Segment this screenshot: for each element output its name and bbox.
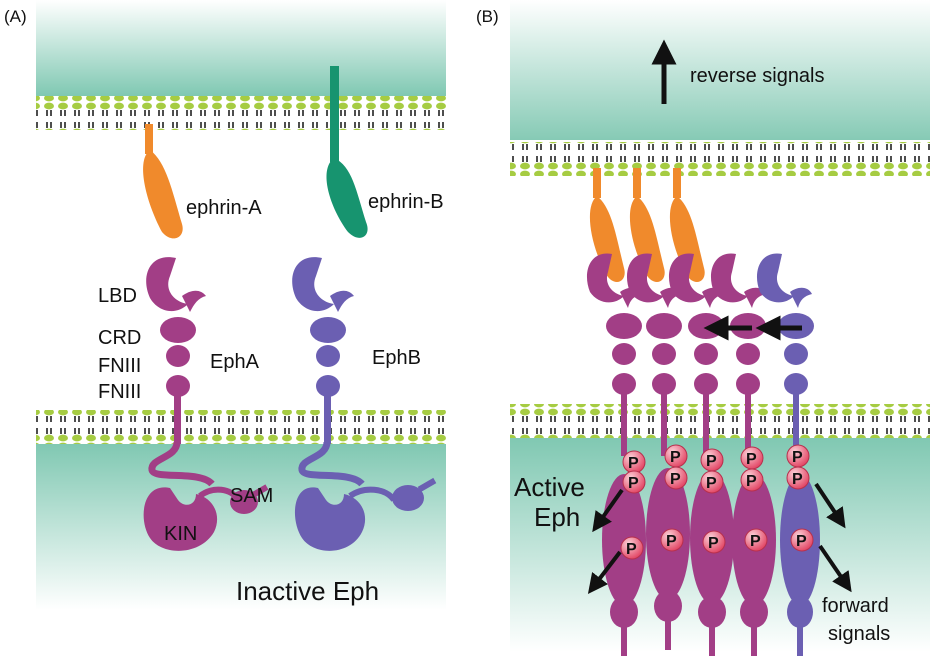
fniii-label-1: FNIII	[98, 355, 141, 377]
panel-a-label: (A)	[4, 7, 27, 26]
forward-arrow-left-2	[587, 550, 622, 594]
eph-receptor-2	[626, 253, 690, 650]
fniii-label-2: FNIII	[98, 381, 141, 403]
svg-text:P: P	[628, 475, 639, 492]
active-eph-label-line2: Eph	[534, 502, 580, 532]
phospho-site: P	[660, 528, 684, 552]
crd-label: CRD	[98, 327, 141, 349]
svg-text:P: P	[626, 541, 637, 558]
svg-text:P: P	[796, 533, 807, 550]
phospho-site: P	[786, 466, 810, 490]
kin-label: KIN	[164, 523, 197, 545]
phospho-site: P	[700, 448, 724, 472]
forward-signals-label-line2: signals	[828, 623, 890, 645]
phospho-site: P	[620, 536, 644, 560]
phospho-site: P	[622, 470, 646, 494]
panel-b: P P P P P P P P P P P P P P P (B) revers…	[476, 0, 930, 656]
svg-text:P: P	[706, 453, 717, 470]
panel-a-upper-membrane	[36, 96, 446, 130]
phospho-site: P	[740, 446, 764, 470]
svg-text:P: P	[706, 475, 717, 492]
active-eph-receptors	[586, 253, 820, 656]
svg-text:P: P	[792, 471, 803, 488]
forward-arrow-left-1	[592, 488, 624, 533]
svg-text:P: P	[746, 473, 757, 490]
svg-text:P: P	[708, 535, 719, 552]
forward-arrow-right-1	[814, 482, 846, 529]
panel-b-upper-membrane	[510, 142, 930, 176]
svg-text:P: P	[746, 451, 757, 468]
svg-text:P: P	[670, 449, 681, 466]
reverse-signals-label: reverse signals	[690, 65, 825, 87]
ephb-receptor	[292, 257, 437, 551]
panel-a-cytoplasm	[36, 444, 446, 610]
svg-text:P: P	[792, 449, 803, 466]
phospho-site: P	[664, 466, 688, 490]
ephrin-a-label: ephrin-A	[186, 197, 262, 219]
phospho-site: P	[786, 444, 810, 468]
panel-b-extracellular-top	[510, 0, 930, 140]
phospho-site: P	[744, 528, 768, 552]
ephb-label: EphB	[372, 347, 421, 369]
phospho-site: P	[664, 444, 688, 468]
panel-a-lower-membrane	[36, 410, 446, 444]
panel-a: (A) ephrin-A ephrin-B LBD CRD FNIII FNII…	[4, 0, 446, 610]
epha-label: EphA	[210, 351, 260, 373]
active-eph-label-line1: Active	[514, 472, 585, 502]
panel-b-label: (B)	[476, 7, 499, 26]
lbd-label: LBD	[98, 285, 137, 307]
ephrin-b-label: ephrin-B	[368, 191, 444, 213]
svg-text:P: P	[628, 455, 639, 472]
svg-text:P: P	[666, 533, 677, 550]
panel-a-extracellular-top	[36, 0, 446, 96]
phospho-site: P	[790, 528, 814, 552]
panel-b-lower-membrane	[510, 404, 930, 438]
svg-text:P: P	[670, 471, 681, 488]
forward-signals-label-line1: forward	[822, 595, 889, 617]
inactive-eph-label: Inactive Eph	[236, 576, 379, 606]
phospho-site: P	[622, 450, 646, 474]
ephrin-b-ligand	[326, 66, 368, 238]
epha-receptor	[143, 257, 269, 551]
phospho-sites: P P P P P P P P P P P P P P P	[620, 444, 814, 560]
phospho-site: P	[700, 470, 724, 494]
ephrin-a-cluster	[589, 168, 705, 282]
phospho-site: P	[740, 468, 764, 492]
phospho-site: P	[702, 530, 726, 554]
sam-label: SAM	[230, 485, 273, 507]
svg-text:P: P	[750, 533, 761, 550]
forward-arrow-right-2	[818, 544, 852, 593]
ephrin-a-ligand	[143, 124, 183, 239]
